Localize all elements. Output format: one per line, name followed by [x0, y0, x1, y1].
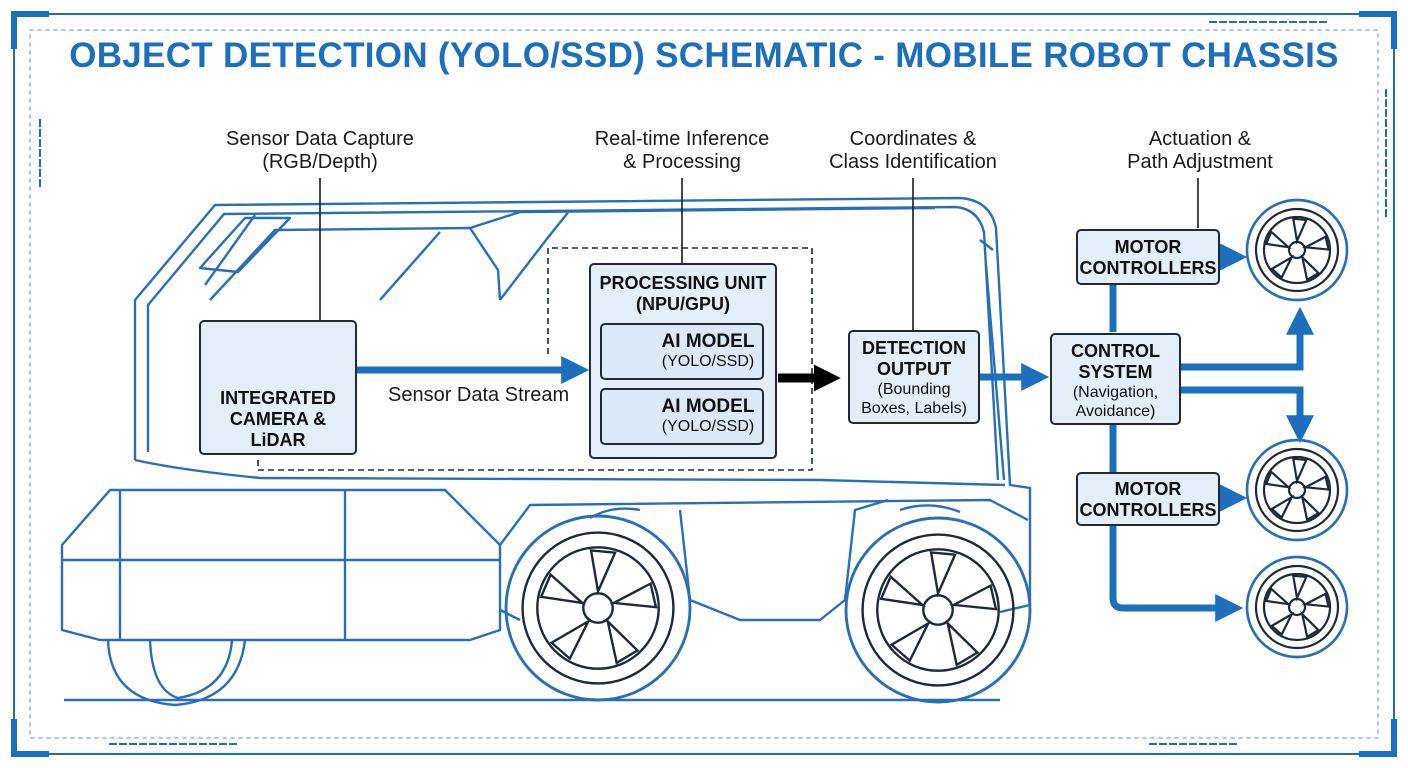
caption-coordinates: Coordinates & Class Identification [808, 128, 1018, 174]
camera-box-line3: LiDAR [250, 430, 306, 450]
ai-model-1-title: AI MODEL [661, 331, 755, 352]
processing-enclosure [257, 247, 813, 471]
frame-decoration [11, 11, 1397, 757]
sensor-stream-label: Sensor Data Stream [388, 384, 570, 406]
caption-coordinates-line1: Coordinates & [849, 128, 977, 150]
caption-sensor-capture-line2: (RGB/Depth) [262, 151, 378, 173]
motor-controllers-1-line2: CONTROLLERS [1079, 258, 1217, 278]
motor-controllers-1-line1: MOTOR [1114, 237, 1182, 257]
control-system-title-line1: CONTROL [1071, 341, 1160, 361]
detection-output-sub-line2: Boxes, Labels) [861, 400, 967, 417]
wheel-icon [1245, 555, 1349, 659]
caption-leaders [319, 178, 1199, 330]
motor-controllers-2-line1: MOTOR [1114, 479, 1182, 499]
detection-output-sub-line1: (Bounding [877, 381, 951, 398]
wheel-icon [1245, 438, 1349, 542]
chassis-wheels [504, 514, 1032, 704]
ai-model-box-2: AI MODEL (YOLO/SSD) [600, 388, 764, 445]
detection-output-box: DETECTION OUTPUT (Bounding Boxes, Labels… [848, 330, 980, 424]
detection-output-title-line2: OUTPUT [877, 359, 951, 379]
detection-output-title-line1: DETECTION [861, 338, 966, 358]
caption-actuation-line1: Actuation & [1148, 128, 1252, 150]
ai-model-box-1: AI MODEL (YOLO/SSD) [600, 323, 764, 380]
camera-box-line1: INTEGRATED [220, 388, 336, 408]
caption-inference-line2: & Processing [623, 151, 741, 173]
caption-sensor-capture-line1: Sensor Data Capture [226, 128, 414, 150]
camera-lidar-box: INTEGRATED CAMERA & LiDAR [199, 320, 357, 455]
caption-inference: Real-time Inference & Processing [572, 128, 792, 174]
ai-model-2-title: AI MODEL [661, 396, 755, 417]
caption-actuation-line2: Path Adjustment [1127, 151, 1273, 173]
control-system-sub-line2: Avoidance) [1075, 403, 1156, 420]
side-wheels [1245, 198, 1349, 659]
wheel-icon [1245, 198, 1349, 302]
robot-chassis [60, 196, 1032, 707]
caption-coordinates-line2: Class Identification [829, 151, 997, 173]
flow-arrows [357, 243, 1314, 622]
diagram-title: OBJECT DETECTION (YOLO/SSD) SCHEMATIC - … [69, 36, 1339, 75]
chassis-wheel-icon [844, 516, 1032, 704]
control-system-box: CONTROL SYSTEM (Navigation, Avoidance) [1050, 333, 1181, 425]
motor-controllers-2-line2: CONTROLLERS [1079, 500, 1217, 520]
caption-inference-line1: Real-time Inference [594, 128, 770, 150]
control-system-title-line2: SYSTEM [1078, 362, 1153, 382]
control-system-sub-line1: (Navigation, [1072, 384, 1159, 401]
processing-unit-title-line2: (NPU/GPU) [636, 294, 730, 314]
camera-box-line2: CAMERA & [229, 409, 327, 429]
caption-sensor-capture: Sensor Data Capture (RGB/Depth) [200, 128, 440, 174]
ai-model-2-sub: (YOLO/SSD) [661, 418, 755, 435]
caption-actuation: Actuation & Path Adjustment [1110, 128, 1290, 174]
motor-controllers-box-2: MOTOR CONTROLLERS [1076, 472, 1220, 526]
ai-model-1-sub: (YOLO/SSD) [661, 353, 755, 370]
chassis-wheel-icon [504, 514, 692, 702]
motor-controllers-box-1: MOTOR CONTROLLERS [1076, 229, 1220, 285]
processing-unit-title-line1: PROCESSING UNIT [599, 273, 767, 293]
